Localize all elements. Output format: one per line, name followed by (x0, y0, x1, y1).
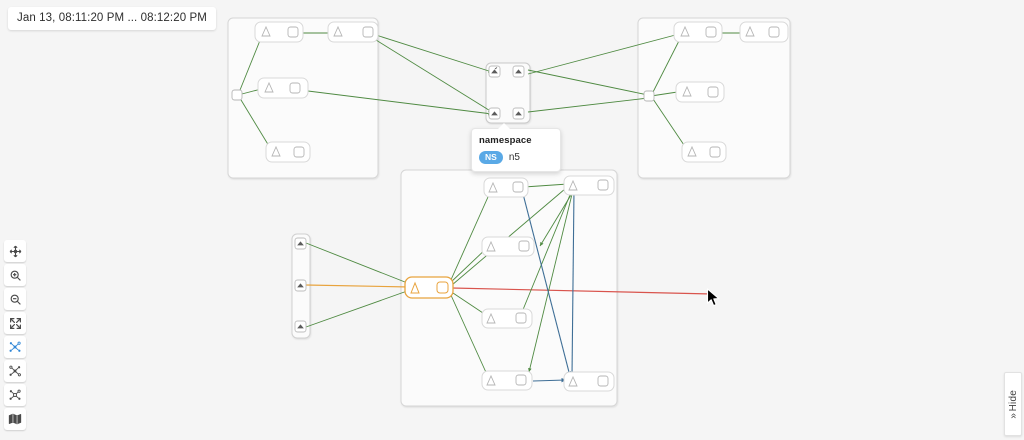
left-toolbar (4, 240, 26, 430)
edge-top-left-to-center (299, 34, 493, 116)
node-tooltip: namespace NS n5 (471, 122, 561, 173)
subgroup-top-left-2[interactable] (327, 21, 379, 43)
node-left-stack-icon-3[interactable] (294, 320, 307, 333)
subgroup-main-highlighted[interactable] (404, 276, 454, 299)
subgroup-main-5[interactable] (481, 370, 533, 391)
subgroup-top-right-1[interactable] (673, 21, 723, 43)
graph-layout-force-icon (8, 340, 22, 354)
move-icon (9, 245, 22, 258)
subgroup-main-3[interactable] (481, 236, 535, 257)
subgroup-top-left-4[interactable] (265, 141, 311, 163)
edge-left-stack-highlighted (305, 284, 411, 290)
namespace-badge: NS (479, 151, 503, 165)
subgroup-top-left-3[interactable] (257, 77, 309, 99)
zoom-in-tool-button[interactable] (4, 264, 26, 286)
node-left-stack-icon-1[interactable] (294, 237, 307, 250)
subgroup-top-right-2[interactable] (739, 21, 789, 43)
edge-error-to-cursor (451, 287, 713, 297)
graph-layout-hierarchy-icon (8, 388, 22, 402)
layout-hierarchy-tool-button[interactable] (4, 384, 26, 406)
fit-screen-tool-button[interactable] (4, 312, 26, 334)
node-top-right-entry[interactable] (643, 90, 655, 102)
subgroup-top-right-4[interactable] (681, 141, 727, 163)
subgroup-main-1[interactable] (483, 177, 529, 198)
chevron-right-icon: » (1007, 412, 1019, 419)
tooltip-row: NS n5 (479, 151, 553, 165)
graph-layout-radial-icon (8, 364, 22, 378)
edge-left-stack-to-highlight (305, 242, 411, 328)
time-range-chip[interactable]: Jan 13, 08:11:20 PM ... 08:12:20 PM (8, 7, 216, 30)
node-namespace-icon-3[interactable] (488, 107, 501, 120)
map-icon (8, 412, 22, 426)
tooltip-title: namespace (479, 135, 532, 146)
node-namespace-icon-4[interactable] (512, 107, 525, 120)
layout-radial-tool-button[interactable] (4, 360, 26, 382)
hide-label: Hide (1007, 389, 1019, 411)
node-namespace-icon-1[interactable] (488, 65, 501, 78)
layout-force-tool-button[interactable] (4, 336, 26, 358)
node-top-left-entry[interactable] (231, 89, 243, 101)
hide-panel-button[interactable]: Hide » (1004, 372, 1022, 436)
zoom-out-icon (9, 293, 22, 306)
subgroup-top-right-3[interactable] (675, 81, 725, 103)
subgroup-top-left-1[interactable] (254, 21, 304, 43)
zoom-out-tool-button[interactable] (4, 288, 26, 310)
subgroup-main-6[interactable] (563, 371, 615, 392)
fit-screen-icon (9, 317, 22, 330)
node-left-stack-icon-2[interactable] (294, 279, 307, 292)
zoom-in-icon (9, 269, 22, 282)
minimap-tool-button[interactable] (4, 408, 26, 430)
subgroup-main-4[interactable] (481, 308, 533, 329)
pan-tool-button[interactable] (4, 240, 26, 262)
namespace-value: n5 (508, 152, 520, 164)
subgroup-main-2[interactable] (563, 175, 615, 196)
node-namespace-icon-2[interactable] (512, 65, 525, 78)
edge-center-to-top-right (527, 32, 684, 113)
